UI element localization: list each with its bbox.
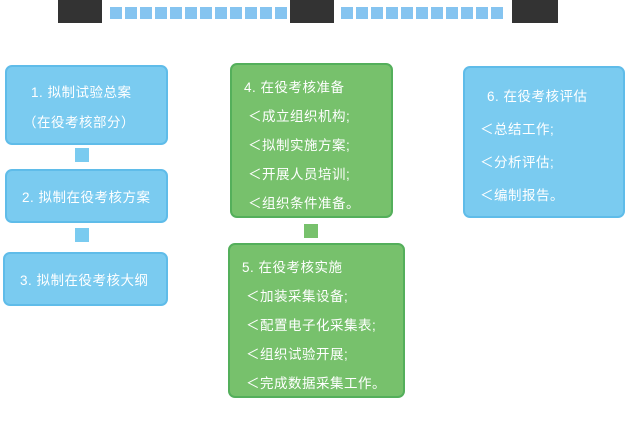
step-5-item: ＜加装采集设备; — [246, 289, 349, 304]
dark-block — [512, 0, 558, 23]
step-3-title: 3. 拟制在役考核大纲 — [20, 273, 149, 288]
flow-step-5-box: 5. 在役考核实施 ＜加装采集设备; ＜配置电子化采集表; ＜组织试验开展; ＜… — [228, 243, 405, 398]
step-6-title: 6. 在役考核评估 — [487, 89, 588, 104]
dash-segment — [185, 7, 197, 19]
step-4-item: ＜组织条件准备。 — [248, 196, 360, 211]
step-2-title: 2. 拟制在役考核方案 — [22, 190, 151, 205]
dash-segment — [416, 7, 428, 19]
dash-segment — [110, 7, 122, 19]
dash-segment — [341, 7, 353, 19]
dash-segment — [260, 7, 272, 19]
step-5-item: ＜组织试验开展; — [246, 347, 349, 362]
flow-step-3-box: 3. 拟制在役考核大纲 — [3, 252, 168, 306]
dash-segment — [491, 7, 503, 19]
step-6-item: ＜总结工作; — [480, 122, 555, 137]
connector-square — [75, 228, 89, 242]
dash-segment — [275, 7, 287, 19]
dash-segment — [215, 7, 227, 19]
dash-segment — [446, 7, 458, 19]
dark-block — [290, 0, 334, 23]
flow-step-2-box: 2. 拟制在役考核方案 — [5, 169, 168, 223]
step-4-item: ＜成立组织机构; — [248, 109, 351, 124]
dash-segment — [125, 7, 137, 19]
dash-segment — [461, 7, 473, 19]
dash-divider-group — [110, 7, 287, 19]
connector-square — [75, 148, 89, 162]
dash-segment — [371, 7, 383, 19]
dash-segment — [476, 7, 488, 19]
step-1-subtitle: （在役考核部分） — [23, 115, 135, 130]
step-6-item: ＜分析评估; — [480, 155, 555, 170]
step-5-item: ＜配置电子化采集表; — [246, 318, 377, 333]
dash-segment — [170, 7, 182, 19]
step-5-title: 5. 在役考核实施 — [242, 260, 343, 275]
dash-segment — [245, 7, 257, 19]
dash-segment — [431, 7, 443, 19]
flow-step-6-box: 6. 在役考核评估 ＜总结工作; ＜分析评估; ＜编制报告。 — [463, 66, 625, 218]
dark-block — [58, 0, 102, 23]
step-6-item: ＜编制报告。 — [480, 188, 564, 203]
dash-segment — [200, 7, 212, 19]
dash-segment — [356, 7, 368, 19]
dash-segment — [386, 7, 398, 19]
step-1-title: 1. 拟制试验总案 — [31, 85, 132, 100]
step-4-item: ＜开展人员培训; — [248, 167, 351, 182]
step-4-title: 4. 在役考核准备 — [244, 80, 345, 95]
flow-step-1-box: 1. 拟制试验总案 （在役考核部分） — [5, 65, 168, 145]
step-4-item: ＜拟制实施方案; — [248, 138, 351, 153]
dash-segment — [401, 7, 413, 19]
dash-divider-group — [341, 7, 503, 19]
dash-segment — [140, 7, 152, 19]
flow-step-4-box: 4. 在役考核准备 ＜成立组织机构; ＜拟制实施方案; ＜开展人员培训; ＜组织… — [230, 63, 393, 218]
dash-segment — [155, 7, 167, 19]
connector-square — [304, 224, 318, 238]
dash-segment — [230, 7, 242, 19]
step-5-item: ＜完成数据采集工作。 — [246, 376, 386, 391]
